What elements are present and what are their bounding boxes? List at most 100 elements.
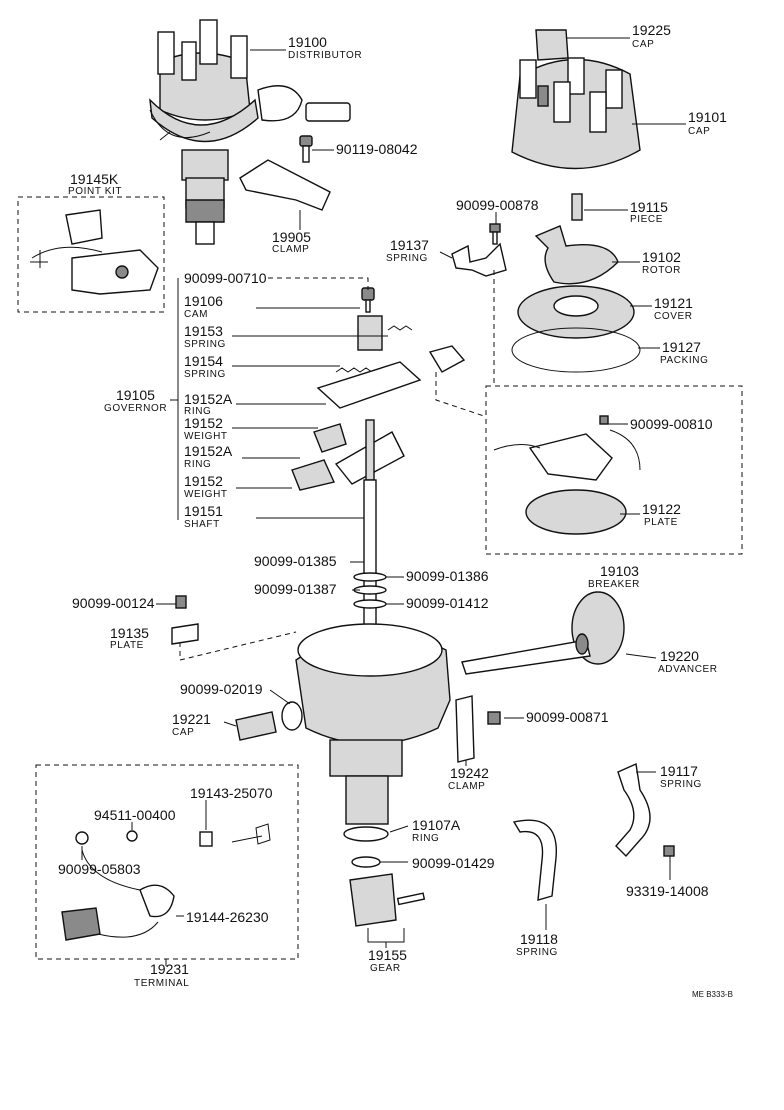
terminal-parts-drawing: [61, 823, 271, 941]
screw-00871-drawing: [487, 711, 501, 725]
label-gear-no: 19155: [368, 947, 407, 963]
label-weight-2-name: WEIGHT: [184, 489, 228, 500]
label-washer-01385: 90099-01385: [254, 553, 337, 569]
bolt-90119-drawing: [299, 135, 313, 163]
point-kit-drawing: [30, 209, 159, 295]
washer-01429-drawing: [351, 856, 381, 868]
spring-19118-drawing: [512, 819, 557, 901]
label-governor-name: GOVERNOR: [104, 403, 167, 414]
label-clamp-19905-no: 19905: [272, 229, 311, 245]
point-kit-group-box: [17, 196, 165, 313]
label-screw-00871: 90099-00871: [526, 709, 609, 725]
label-plate-19135-name: PLATE: [110, 640, 144, 651]
label-rotor-no: 19102: [642, 249, 681, 265]
label-nut-05803: 90099-05803: [58, 861, 141, 877]
label-piece-name: PIECE: [630, 214, 663, 225]
label-cap-19101-name: CAP: [688, 126, 710, 137]
screw-00878-drawing: [489, 223, 501, 245]
cap-19225-drawing: [535, 29, 569, 61]
label-clamp-19905-name: CLAMP: [272, 244, 309, 255]
spring-19137-drawing: [451, 242, 507, 277]
label-washer-01386: 90099-01386: [406, 568, 489, 584]
label-spring-19153-no: 19153: [184, 323, 223, 339]
label-spring-19118-name: SPRING: [516, 947, 558, 958]
label-weight-1-no: 19152: [184, 415, 223, 431]
governor-assembly-drawing: [291, 287, 422, 641]
label-weight-1-name: WEIGHT: [184, 431, 228, 442]
label-terminal-name: TERMINAL: [134, 978, 189, 989]
ring-19107a-drawing: [343, 826, 389, 842]
washer-01386-drawing: [353, 572, 387, 582]
label-cap-19101-no: 19101: [688, 109, 727, 125]
distributor-assembly-drawing: [149, 19, 351, 245]
label-spring-19117-no: 19117: [660, 763, 698, 779]
label-cover-name: COVER: [654, 311, 693, 322]
label-distributor-name: DISTRIBUTOR: [288, 50, 362, 61]
label-spring-19137-no: 19137: [390, 237, 429, 253]
label-washer-01429: 90099-01429: [412, 855, 495, 871]
label-shaft-name: SHAFT: [184, 519, 220, 530]
label-nut-19143: 19143-25070: [190, 785, 273, 801]
clamp-19905-drawing: [239, 159, 331, 211]
clamp-19242-drawing: [455, 695, 475, 763]
rotor-19102-drawing: [534, 225, 619, 285]
label-cover-no: 19121: [654, 295, 693, 311]
label-point-kit-name: POINT KIT: [68, 186, 122, 197]
breaker-drawing: [493, 415, 641, 535]
label-ring-19152a-2-name: RING: [184, 459, 211, 470]
label-plate-19135-no: 19135: [110, 625, 149, 641]
label-washer-94511: 94511-00400: [94, 807, 176, 823]
cap-19101-drawing: [511, 57, 641, 170]
label-washer-01387: 90099-01387: [254, 581, 337, 597]
washer-01412-drawing: [353, 599, 387, 609]
label-spring-19137-name: SPRING: [386, 253, 428, 264]
label-ring-19152a-1-no: 19152A: [184, 391, 233, 407]
label-oring-02019: 90099-02019: [180, 681, 263, 697]
leader-lines: [81, 37, 686, 966]
label-ring-19107a-name: RING: [412, 833, 439, 844]
label-ring-19107a-no: 19107A: [412, 817, 461, 833]
label-screw-00710: 90099-00710: [184, 270, 267, 286]
part-labels: 19100 DISTRIBUTOR 19225 CAP 19101 CAP 90…: [58, 22, 733, 999]
reference-code: ME B333-B: [692, 990, 733, 999]
label-advancer-no: 19220: [660, 648, 699, 664]
cover-19121-drawing: [517, 285, 635, 339]
label-gear-name: GEAR: [370, 963, 401, 974]
label-cap-19221-no: 19221: [172, 711, 211, 727]
label-clamp-19242-no: 19242: [450, 765, 489, 781]
label-cam-no: 19106: [184, 293, 223, 309]
label-packing-no: 19127: [662, 339, 701, 355]
label-spring-19117-name: SPRING: [660, 779, 702, 790]
label-breaker-no: 19103: [600, 563, 639, 579]
bracket-drawing: [428, 345, 466, 373]
label-screw-00124: 90099-00124: [72, 595, 155, 611]
label-ring-19152a-2-no: 19152A: [184, 443, 233, 459]
terminal-group-box: [35, 764, 299, 960]
housing-drawing: [295, 623, 451, 825]
screw-93319-drawing: [663, 845, 675, 857]
label-spring-19154-name: SPRING: [184, 369, 226, 380]
label-cap-19225-no: 19225: [632, 22, 671, 38]
spring-19117-drawing: [615, 762, 651, 858]
label-piece-no: 19115: [630, 199, 668, 215]
label-breaker-name: BREAKER: [588, 579, 640, 590]
piece-19115-drawing: [571, 193, 583, 221]
cap-19221-drawing: [235, 711, 277, 741]
label-cap-19221-name: CAP: [172, 727, 194, 738]
label-ring-19152a-1-name: RING: [184, 406, 211, 417]
label-plate-19122-no: 19122: [642, 501, 681, 517]
label-screw-00878: 90099-00878: [456, 197, 539, 213]
gear-drawing: [349, 873, 426, 927]
screw-00124-drawing: [175, 595, 187, 609]
label-shaft-no: 19151: [184, 503, 223, 519]
label-distributor-no: 19100: [288, 34, 327, 50]
label-rotor-name: ROTOR: [642, 265, 681, 276]
label-spring-19153-name: SPRING: [184, 339, 226, 350]
label-screw-00810: 90099-00810: [630, 416, 713, 432]
label-bolt-90119: 90119-08042: [336, 141, 418, 157]
label-spring-19154-no: 19154: [184, 353, 223, 369]
label-cam-name: CAM: [184, 309, 208, 320]
plate-19135-drawing: [171, 623, 199, 645]
oring-02019-drawing: [281, 701, 303, 731]
